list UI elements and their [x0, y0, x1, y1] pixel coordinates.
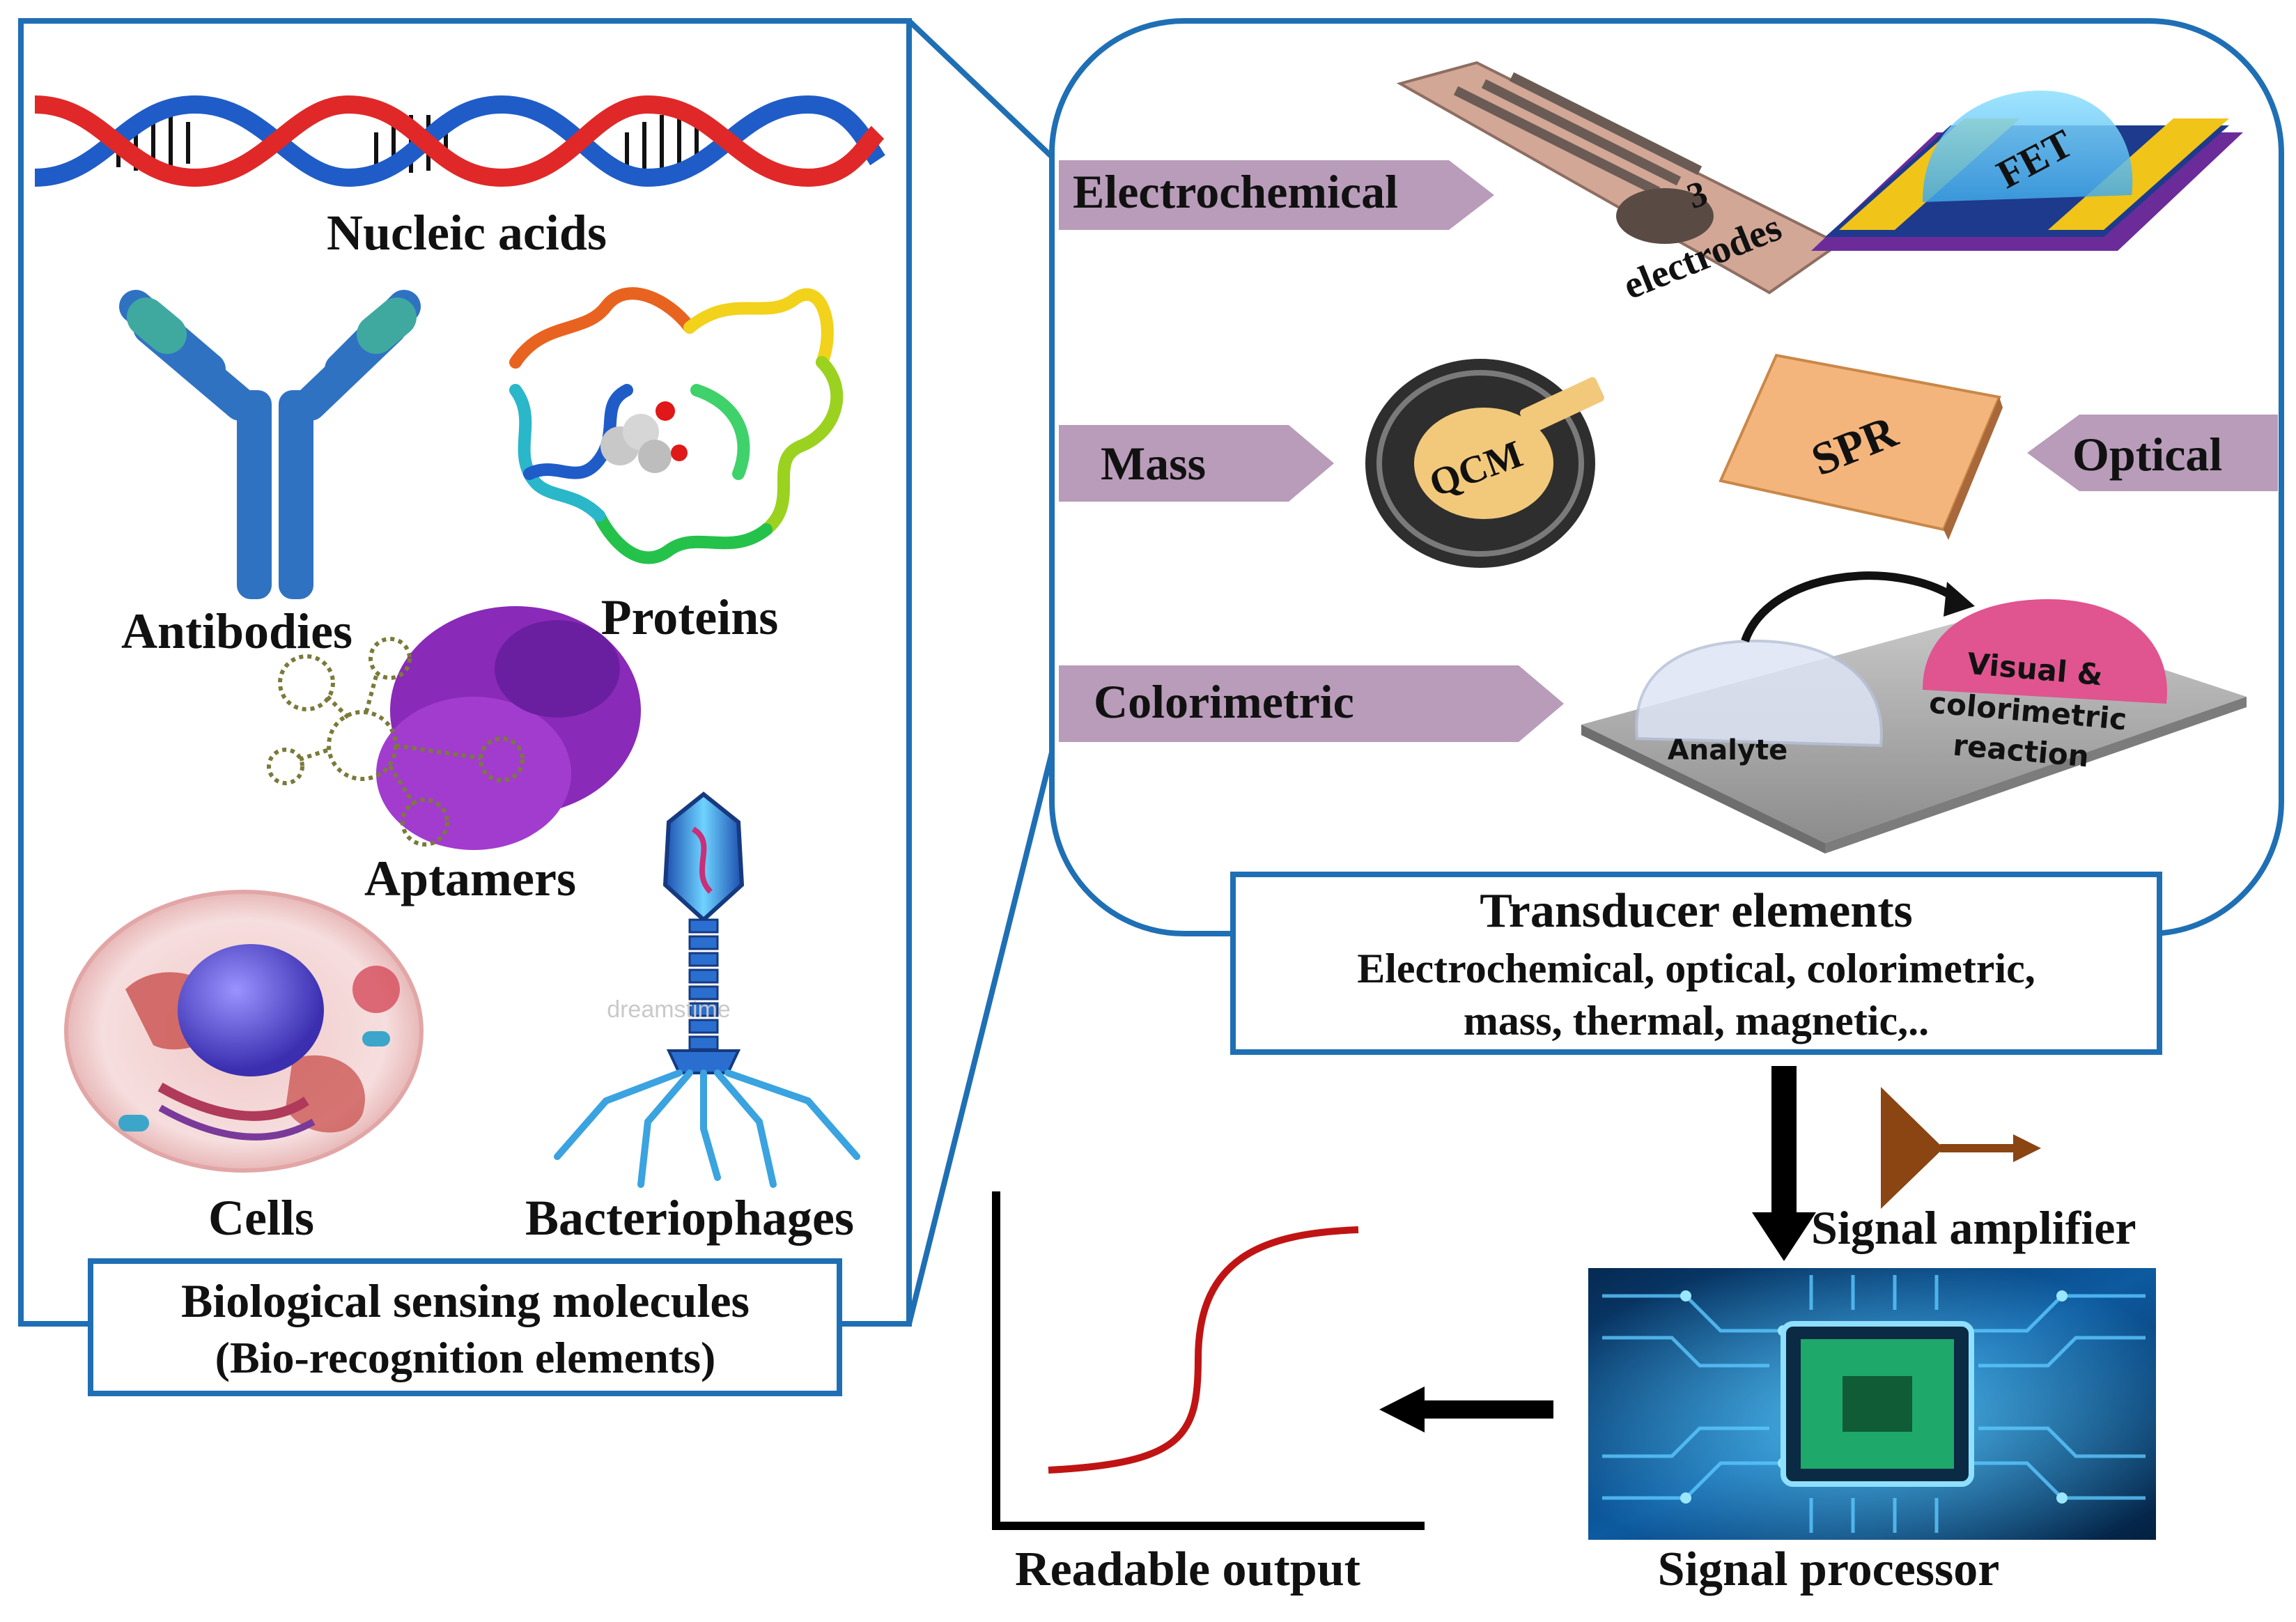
antibodies-label: Antibodies — [121, 603, 352, 659]
cell-illustration — [64, 890, 424, 1173]
signal-processor-illustration — [1588, 1268, 2156, 1540]
zoom-line-top — [907, 19, 1054, 159]
mass-arrow — [1059, 425, 1334, 502]
aptamer-illustration — [267, 606, 641, 850]
colorimetric-label: Colorimetric — [1094, 675, 1354, 728]
colorimetric-slide-illustration: Analyte Visual & colorimetric reaction — [1581, 571, 2247, 854]
transducer-caption-box — [1230, 872, 2162, 1055]
electrochemical-arrow — [1059, 160, 1494, 230]
amplifier-icon — [1881, 1087, 2041, 1209]
qcm-illustration: QCM — [1365, 359, 1604, 568]
spr-illustration: SPR — [1719, 353, 2003, 540]
optical-label: Optical — [2072, 428, 2222, 481]
bio-elements-caption-box — [88, 1258, 842, 1396]
mass-label: Mass — [1101, 437, 1206, 490]
readable-output-plot — [992, 1191, 1425, 1530]
readable-output-label: Readable output — [1015, 1543, 1360, 1596]
bio-caption-line1: Biological sensing molecules — [181, 1274, 750, 1327]
signal-processor-label: Signal processor — [1658, 1543, 2000, 1596]
zoom-line-bottom — [906, 752, 1055, 1324]
signal-amplifier-label: Signal amplifier — [1811, 1201, 2136, 1254]
nucleic-acids-label: Nucleic acids — [327, 205, 607, 261]
left-arrow — [1379, 1387, 1553, 1432]
bio-caption-line2: (Bio-recognition elements) — [215, 1333, 716, 1382]
transducer-caption-line1: Electrochemical, optical, colorimetric, — [1357, 945, 2035, 991]
dna-helix-illustration — [34, 95, 885, 187]
electrochemical-label: Electrochemical — [1073, 165, 1398, 218]
down-arrow — [1752, 1066, 1816, 1261]
optical-arrow — [2027, 415, 2278, 491]
cells-label: Cells — [208, 1190, 314, 1246]
aptamers-label: Aptamers — [364, 851, 576, 906]
proteins-label: Proteins — [601, 589, 779, 645]
analyte-label: Analyte — [1668, 734, 1787, 766]
transducer-caption-line2: mass, thermal, magnetic,.. — [1464, 998, 1929, 1044]
bacteriophage-illustration — [554, 791, 860, 1188]
transducer-caption-title: Transducer elements — [1480, 884, 1913, 938]
colorimetric-arrow — [1059, 665, 1564, 742]
fet-illustration: FET — [1811, 91, 2243, 251]
watermark-text: dreamstime — [607, 996, 731, 1023]
antibody-illustration — [119, 290, 421, 599]
bacteriophages-label: Bacteriophages — [525, 1190, 854, 1246]
protein-illustration — [509, 287, 844, 564]
